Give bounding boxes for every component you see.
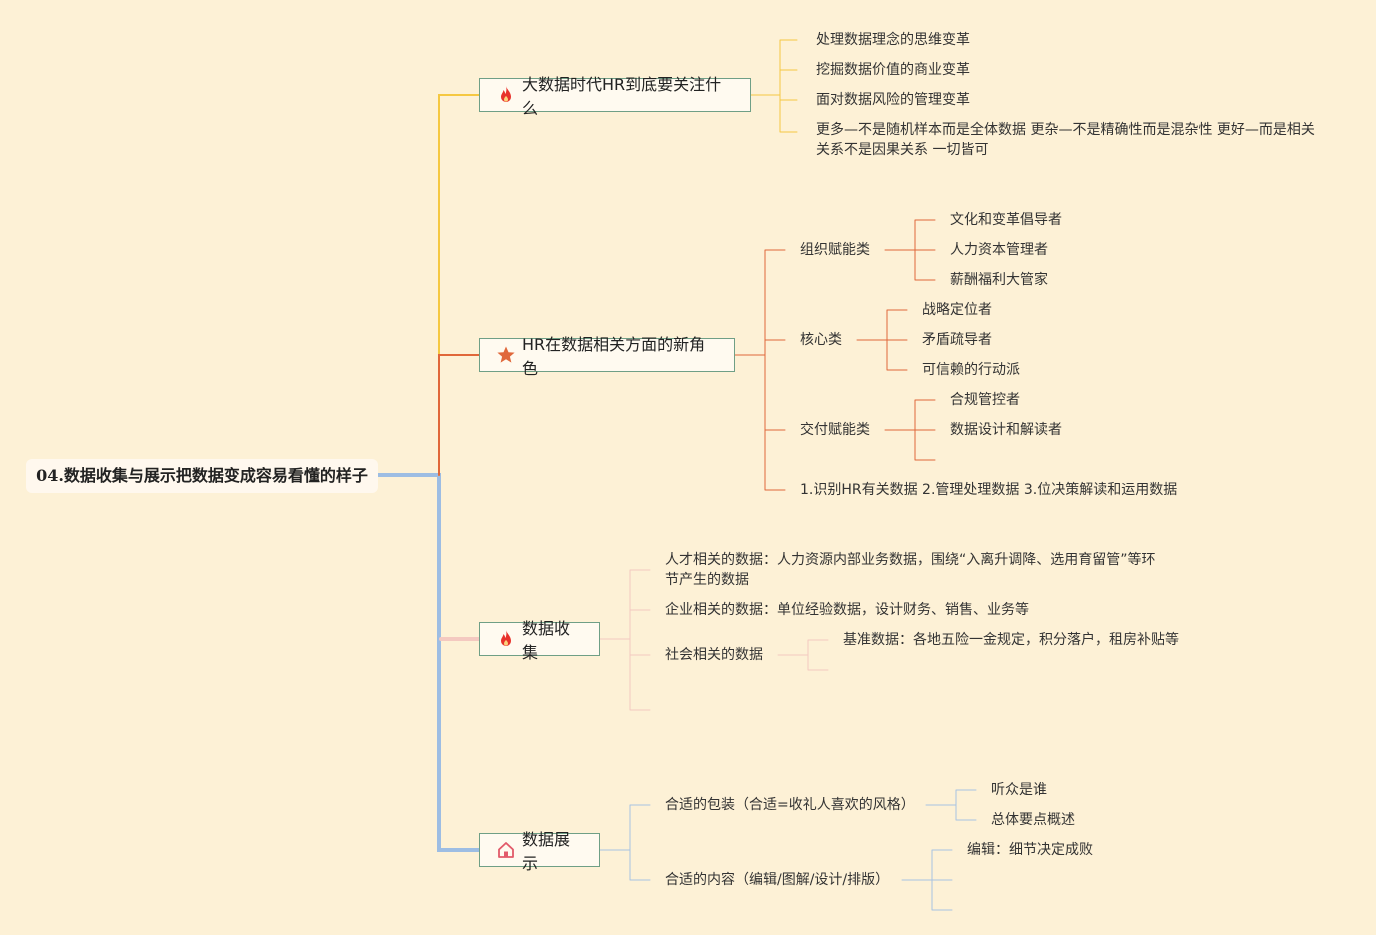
leaf-label: 编辑：细节决定成败 — [967, 842, 1093, 858]
branch-node-hr-new-roles[interactable]: HR在数据相关方面的新角色 — [479, 335, 735, 378]
leaf-label: 合规管控者 — [950, 392, 1020, 408]
leaf-label: 文化和变革倡导者 — [950, 212, 1062, 228]
leaf-human-capital-manager[interactable]: 人力资本管理者 — [950, 240, 1048, 260]
leaf-enterprise-data[interactable]: 企业相关的数据：单位经验数据，设计财务、销售、业务等 — [665, 600, 1029, 620]
home-icon — [498, 842, 514, 858]
star-icon — [497, 346, 515, 363]
leaf-compensation-steward[interactable]: 薪酬福利大管家 — [950, 270, 1048, 290]
leaf-trusted-doer[interactable]: 可信赖的行动派 — [922, 360, 1020, 380]
leaf-label: 可信赖的行动派 — [922, 362, 1020, 378]
sub-label: 核心类 — [800, 332, 842, 348]
sub-core[interactable]: 核心类 — [800, 330, 842, 350]
leaf-culture-advocate[interactable]: 文化和变革倡导者 — [950, 210, 1062, 230]
fire-icon — [501, 86, 511, 102]
sub-org-enable[interactable]: 组织赋能类 — [800, 240, 870, 260]
leaf-label: 人才相关的数据：人力资源内部业务数据，围绕“入离升调降、选用育留管”等环节产生的… — [665, 552, 1156, 588]
sub-label: 合适的包装（合适=收礼人喜欢的风格） — [665, 797, 915, 813]
leaf-label: 数据设计和解读者 — [950, 422, 1062, 438]
leaf-label: 基准数据：各地五险一金规定，积分落户，租房补贴等 — [843, 632, 1179, 648]
leaf-label: 更多—不是随机样本而是全体数据 更杂—不是精确性而是混杂性 更好—而是相关关系不… — [816, 122, 1315, 158]
leaf-label: 挖掘数据价值的商业变革 — [816, 62, 970, 78]
leaf-label: 战略定位者 — [922, 302, 992, 318]
root-label: 04.数据收集与展示把数据变成容易看懂的样子 — [36, 466, 368, 485]
leaf-summary-points[interactable]: 总体要点概述 — [991, 810, 1075, 830]
leaf-data-designer[interactable]: 数据设计和解读者 — [950, 420, 1062, 440]
sub-social-data[interactable]: 社会相关的数据 — [665, 645, 763, 665]
sub-delivery-enable[interactable]: 交付赋能类 — [800, 420, 870, 440]
leaf-management-change[interactable]: 面对数据风险的管理变革 — [816, 90, 970, 110]
leaf-label: 总体要点概述 — [991, 812, 1075, 828]
leaf-conflict-mediator[interactable]: 矛盾疏导者 — [922, 330, 992, 350]
sub-label: 社会相关的数据 — [665, 647, 763, 663]
root-node[interactable]: 04.数据收集与展示把数据变成容易看懂的样子 — [26, 459, 378, 493]
sub-label: 组织赋能类 — [800, 242, 870, 258]
leaf-more-data-note[interactable]: 更多—不是随机样本而是全体数据 更杂—不是精确性而是混杂性 更好—而是相关关系不… — [816, 120, 1316, 160]
leaf-talent-data[interactable]: 人才相关的数据：人力资源内部业务数据，围绕“入离升调降、选用育留管”等环节产生的… — [665, 550, 1157, 590]
sub-packaging[interactable]: 合适的包装（合适=收礼人喜欢的风格） — [665, 795, 915, 815]
branch-label: 数据收集 — [522, 619, 571, 662]
leaf-business-change[interactable]: 挖掘数据价值的商业变革 — [816, 60, 970, 80]
leaf-label: 听众是谁 — [991, 782, 1047, 798]
leaf-label: 处理数据理念的思维变革 — [816, 32, 970, 48]
sub-label: 合适的内容（编辑/图解/设计/排版） — [665, 872, 890, 888]
sub-label: 交付赋能类 — [800, 422, 870, 438]
leaf-thinking-change[interactable]: 处理数据理念的思维变革 — [816, 30, 970, 50]
branch-node-data-display[interactable]: 数据展示 — [479, 830, 600, 873]
leaf-strategic-positioner[interactable]: 战略定位者 — [922, 300, 992, 320]
leaf-editing-details[interactable]: 编辑：细节决定成败 — [967, 840, 1093, 860]
branch-node-data-collection[interactable]: 数据收集 — [479, 619, 600, 662]
leaf-label: 矛盾疏导者 — [922, 332, 992, 348]
branch-label: HR在数据相关方面的新角色 — [522, 335, 706, 378]
leaf-label: 薪酬福利大管家 — [950, 272, 1048, 288]
fire-icon — [501, 630, 511, 646]
leaf-label: 人力资本管理者 — [950, 242, 1048, 258]
leaf-label: 企业相关的数据：单位经验数据，设计财务、销售、业务等 — [665, 602, 1029, 618]
leaf-benchmark-data[interactable]: 基准数据：各地五险一金规定，积分落户，租房补贴等 — [843, 630, 1179, 650]
branch-node-big-data-focus[interactable]: 大数据时代HR到底要关注什么 — [479, 75, 751, 118]
leaf-compliance-controller[interactable]: 合规管控者 — [950, 390, 1020, 410]
leaf-label: 1.识别HR有关数据 2.管理处理数据 3.位决策解读和运用数据 — [800, 482, 1178, 498]
branch-label: 大数据时代HR到底要关注什么 — [522, 75, 722, 118]
leaf-label: 面对数据风险的管理变革 — [816, 92, 970, 108]
leaf-three-steps[interactable]: 1.识别HR有关数据 2.管理处理数据 3.位决策解读和运用数据 — [800, 480, 1177, 500]
leaf-who-audience[interactable]: 听众是谁 — [991, 780, 1047, 800]
branch-label: 数据展示 — [522, 830, 571, 873]
sub-content[interactable]: 合适的内容（编辑/图解/设计/排版） — [665, 870, 889, 890]
